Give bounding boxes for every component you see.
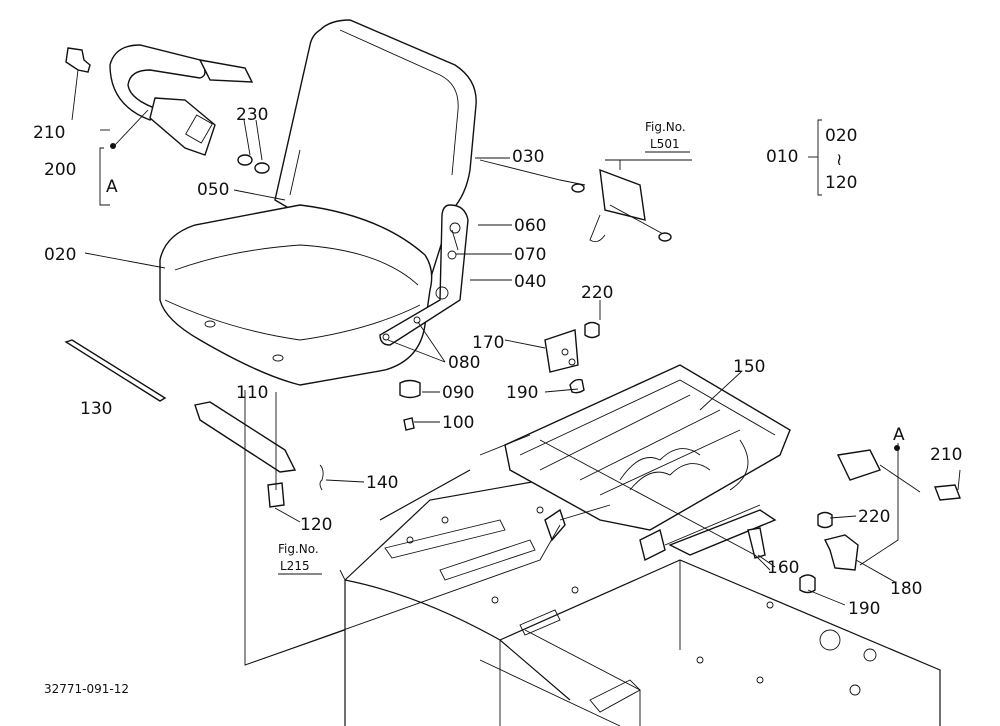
label-190-upper: 190 xyxy=(506,383,538,403)
fig-l215-number: L215 xyxy=(280,559,310,573)
label-050: 050 xyxy=(197,180,229,200)
label-150: 150 xyxy=(733,357,765,377)
label-010: 010 xyxy=(766,147,798,167)
diagram-id: 32771-091-12 xyxy=(44,682,129,696)
label-090: 090 xyxy=(442,383,474,403)
seat-cushion xyxy=(159,204,433,386)
side-bracket xyxy=(379,204,469,346)
figure-ref-l501: Fig.No. L501 xyxy=(645,120,690,153)
range-tilde: ≀ xyxy=(836,150,842,170)
label-080: 080 xyxy=(448,353,480,373)
label-020-cushion: 020 xyxy=(44,245,76,265)
label-210-right: 210 xyxy=(930,445,962,465)
anchor-bracket-170 xyxy=(544,329,585,394)
leader-lines xyxy=(71,69,961,666)
label-070: 070 xyxy=(514,245,546,265)
label-140: 140 xyxy=(366,473,398,493)
label-190-lower: 190 xyxy=(848,599,880,619)
label-020-range: 020 xyxy=(825,126,857,146)
right-belt-bracket xyxy=(747,449,961,594)
group-a-left: A xyxy=(106,177,118,197)
bullet-marks xyxy=(110,143,900,451)
fig-l215-title: Fig.No. xyxy=(278,542,319,556)
floor-platform xyxy=(344,469,941,726)
callout-labels: 210 200 A 230 050 020 030 060 070 040 08… xyxy=(33,105,962,619)
label-100: 100 xyxy=(442,413,474,433)
label-220-upper: 220 xyxy=(581,283,613,303)
label-230: 230 xyxy=(236,105,268,125)
label-120: 120 xyxy=(300,515,332,535)
fig-l501-title: Fig.No. xyxy=(645,120,686,134)
label-170: 170 xyxy=(472,333,504,353)
label-180: 180 xyxy=(890,579,922,599)
label-120-range: 120 xyxy=(825,173,857,193)
label-060: 060 xyxy=(514,216,546,236)
l501-bracket xyxy=(571,168,672,243)
figure-ref-l215: Fig.No. L215 xyxy=(278,542,322,575)
slide-rail-assembly xyxy=(479,364,791,562)
label-040: 040 xyxy=(514,272,546,292)
label-210-left: 210 xyxy=(33,123,65,143)
label-030: 030 xyxy=(512,147,544,167)
label-130: 130 xyxy=(80,399,112,419)
label-220-lower: 220 xyxy=(858,507,890,527)
fig-l501-number: L501 xyxy=(650,137,680,151)
label-200: 200 xyxy=(44,160,76,180)
group-a-right: A xyxy=(893,425,905,445)
label-160: 160 xyxy=(767,558,799,578)
label-110: 110 xyxy=(236,383,268,403)
